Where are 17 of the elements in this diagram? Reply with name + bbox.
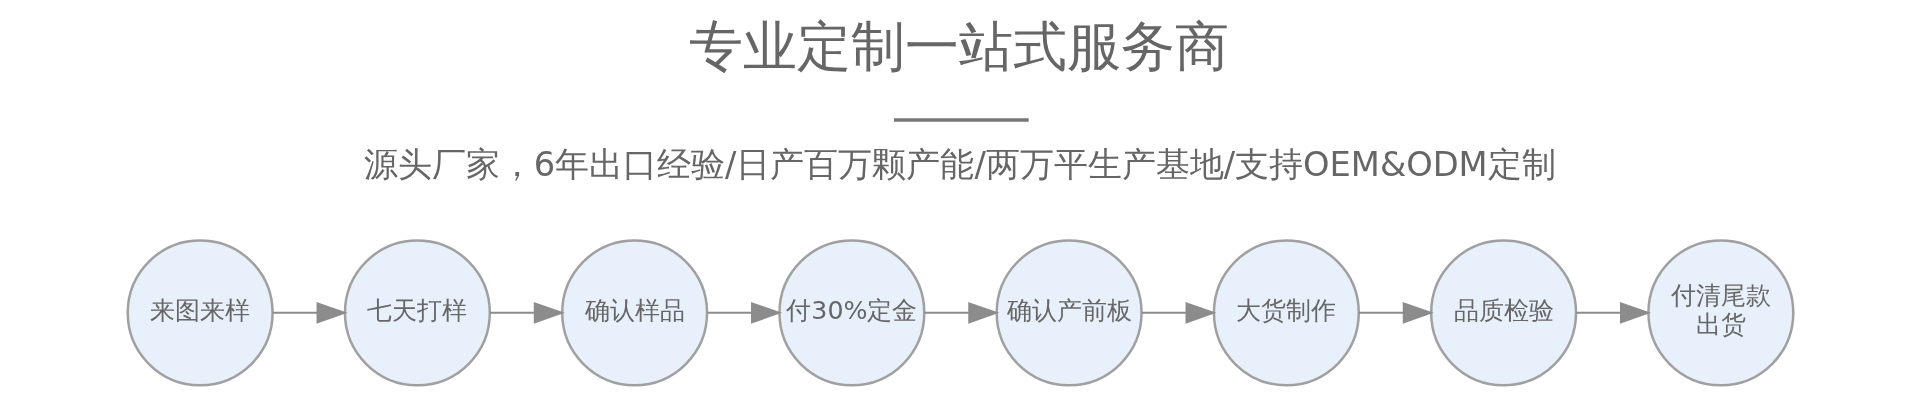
node-circle: 付清尾款出货 <box>1646 239 1795 387</box>
arrow <box>1141 301 1216 324</box>
arrow <box>1575 301 1651 324</box>
arrow <box>1358 301 1434 324</box>
node-circle: 大货制作 <box>1212 239 1360 387</box>
node-circle: 来图来样 <box>125 239 274 387</box>
arrow <box>272 301 348 324</box>
node-circle: 七天打样 <box>343 239 491 387</box>
label: 源头厂家，6年出口经验/日产百万颗产能/两万平生产基地/支持OEM&ODM定制 <box>363 145 1556 185</box>
node-circle: 品质检验 <box>1429 239 1577 387</box>
node-circle: 确认产前板 <box>994 239 1143 387</box>
node-circle: 付30%定金 <box>777 239 926 387</box>
node-circle: 确认样品 <box>560 239 708 387</box>
diagram-title: 专业定制一站式服务商 <box>688 15 1229 79</box>
arrow <box>923 301 999 324</box>
arrow <box>489 301 565 324</box>
arrow <box>706 301 782 324</box>
